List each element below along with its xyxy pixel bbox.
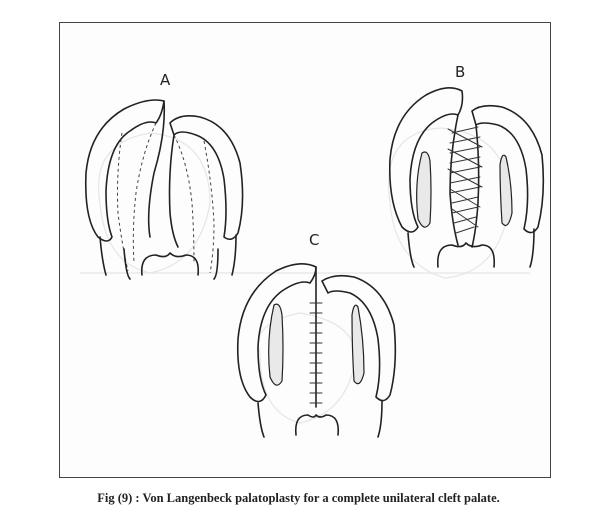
figure-caption: Fig (9) : Von Langenbeck palatoplasty fo…	[0, 491, 597, 506]
panel-label-c: C	[309, 231, 319, 249]
background-ghost-drawing	[80, 128, 530, 423]
panel-b-drawing	[390, 88, 544, 267]
panel-a-drawing	[86, 100, 243, 279]
panel-c-drawing	[238, 264, 396, 437]
palatoplasty-illustration	[60, 23, 552, 479]
panel-label-b: B	[455, 63, 465, 81]
panel-label-a: A	[160, 71, 170, 89]
figure-frame: A B C	[59, 22, 551, 478]
